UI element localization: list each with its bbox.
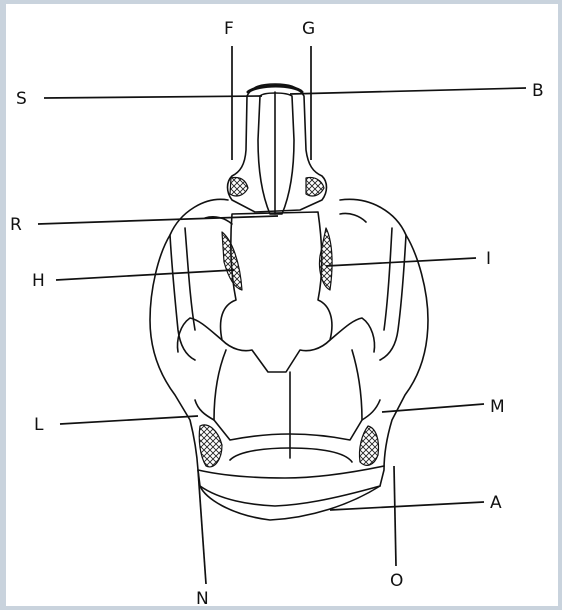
skull-outline: [150, 199, 428, 520]
leader-l: [60, 416, 198, 424]
label-s: S: [16, 89, 27, 109]
leader-b: [290, 88, 526, 94]
label-b: B: [532, 81, 544, 101]
label-n: N: [196, 589, 209, 609]
cranial-plates: [178, 212, 381, 458]
label-g: G: [302, 19, 315, 39]
leader-r: [38, 216, 278, 224]
label-r: R: [10, 215, 22, 235]
leader-a: [330, 502, 484, 510]
label-l: L: [34, 415, 44, 435]
leader-lines: [38, 46, 526, 584]
label-a: A: [490, 493, 502, 513]
leader-m: [382, 404, 484, 412]
label-i: I: [486, 249, 491, 269]
labels: F G S B R I H L M A N O: [10, 19, 544, 609]
label-f: F: [224, 19, 234, 39]
leader-h: [56, 270, 234, 280]
label-o: O: [390, 571, 403, 591]
leader-s: [44, 96, 262, 98]
leader-i: [326, 258, 476, 266]
leader-o: [394, 466, 396, 566]
label-h: H: [32, 271, 45, 291]
zygomatic-arches: [170, 213, 406, 360]
label-m: M: [490, 397, 505, 417]
